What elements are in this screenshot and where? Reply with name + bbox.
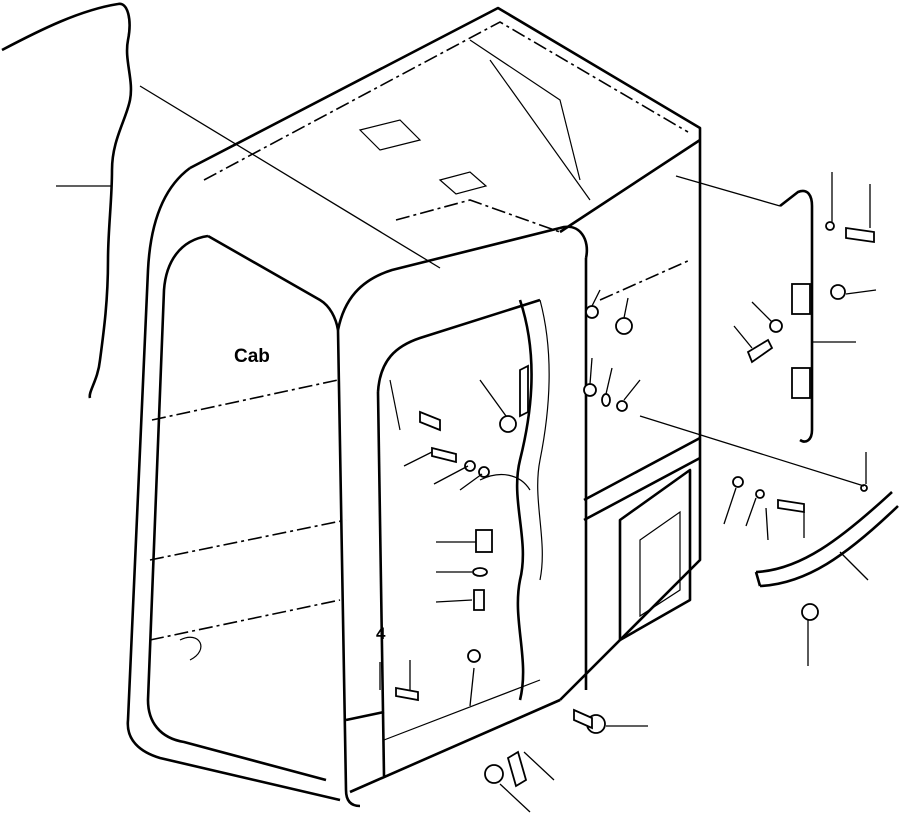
wiring-harness xyxy=(179,299,550,701)
grab-handle xyxy=(779,189,814,443)
leader-lines xyxy=(56,85,877,813)
hand-rail xyxy=(754,491,899,588)
cab-label: Cab xyxy=(234,346,270,367)
fasteners xyxy=(395,221,875,788)
callout-number-label: 4 xyxy=(376,624,386,643)
cab-frame xyxy=(126,6,702,808)
curtain-strip xyxy=(1,2,133,399)
